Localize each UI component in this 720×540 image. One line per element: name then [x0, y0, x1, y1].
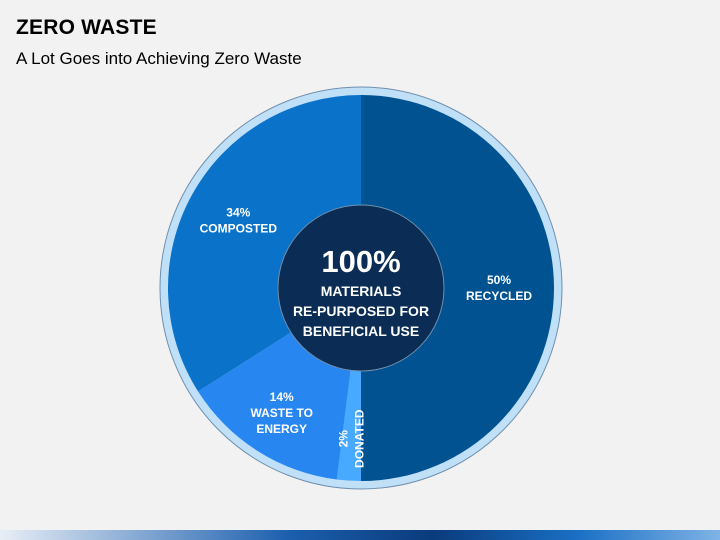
label-composted: 34% COMPOSTED: [200, 206, 278, 236]
center-percentage: 100%: [321, 244, 400, 279]
page-subtitle: A Lot Goes into Achieving Zero Waste: [16, 49, 302, 68]
slice-percent-label: 50%: [487, 273, 511, 287]
slice-percent-label: 34%: [226, 206, 250, 220]
slice-percent-label: 14%: [270, 390, 294, 404]
center-label-line: MATERIALS: [321, 283, 402, 299]
page-title: ZERO WASTE: [16, 16, 157, 39]
slice-recycled: [361, 95, 554, 481]
center-label-line: RE-PURPOSED FOR: [293, 303, 429, 319]
slice-percent-label: 2%: [337, 430, 351, 448]
slice-category-label: COMPOSTED: [200, 222, 278, 236]
center-disc: [277, 204, 445, 372]
label-waste-to-energy: 14% WASTE TO ENERGY: [250, 390, 312, 436]
slice-category-label: WASTE TO: [250, 406, 312, 420]
slice-category-label: RECYCLED: [466, 289, 532, 303]
center-label-line: BENEFICIAL USE: [303, 323, 419, 339]
label-donated: 2%DONATED: [337, 409, 367, 468]
slice-category-label: DONATED: [353, 409, 367, 468]
footer-accent-bar: [0, 530, 720, 540]
label-recycled: 50% RECYCLED: [466, 273, 532, 303]
slice-category-label: ENERGY: [256, 422, 307, 436]
